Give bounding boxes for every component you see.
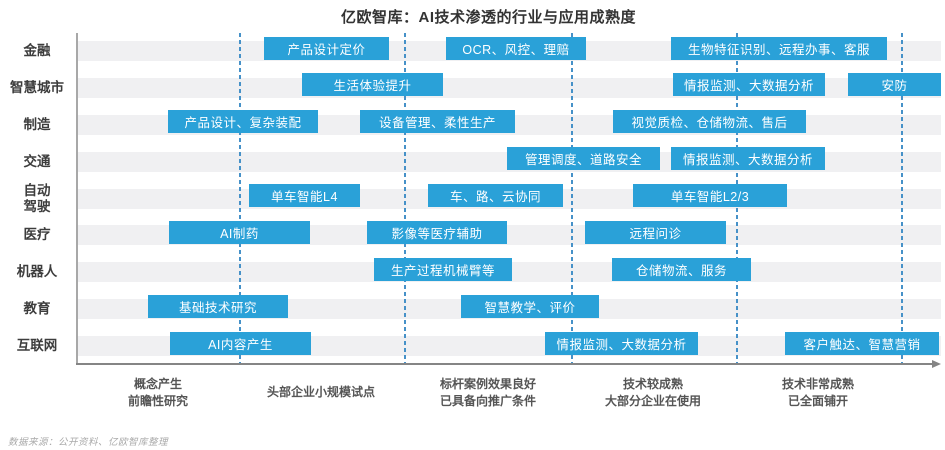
maturity-bar: 远程问诊: [585, 220, 726, 244]
stage-label-line: 标杆案例效果良好: [439, 377, 536, 391]
bar-label: 管理调度、道路安全: [524, 153, 642, 168]
bar-label: 智慧教学、评价: [484, 300, 576, 315]
maturity-bar: 基础技术研究: [148, 294, 288, 318]
row-label-line: 医疗: [23, 227, 51, 243]
bar-label: 产品设计定价: [287, 42, 366, 57]
bar-label: 基础技术研究: [178, 300, 257, 315]
row-label-line: 教育: [23, 301, 51, 317]
stage-label-line: 概念产生: [133, 377, 182, 391]
row-label-8: 教育: [0, 301, 74, 317]
maturity-bar: 安防: [848, 73, 941, 97]
stage-label-line: 头部企业小规模试点: [266, 385, 375, 399]
maturity-bar: 产品设计定价: [264, 36, 389, 60]
stage-label-4: 技术较成熟大部分企业在使用: [563, 376, 743, 410]
stage-label-line: 技术非常成熟: [781, 377, 854, 391]
stage-boundary-gridline-3: [571, 33, 573, 364]
bar-label: 生物特征识别、远程办事、客服: [687, 42, 870, 57]
maturity-bar: 情报监测、大数据分析: [673, 73, 825, 97]
maturity-bar: OCR、风控、理赔: [446, 36, 586, 60]
maturity-bar: 产品设计、复杂装配: [168, 110, 318, 134]
bar-label: 设备管理、柔性生产: [378, 116, 496, 131]
bar-label: 情报监测、大数据分析: [556, 337, 687, 352]
x-axis-arrow-icon: [932, 360, 941, 368]
row-label-line: 机器人: [16, 264, 58, 280]
stage-label-line: 技术较成熟: [622, 377, 683, 391]
stage-boundary-gridline-2: [404, 33, 406, 364]
stage-label-2: 头部企业小规模试点: [231, 384, 411, 401]
stage-boundary-gridline-1: [239, 33, 241, 364]
row-label-9: 互联网: [0, 338, 74, 354]
maturity-bar: AI内容产生: [170, 331, 311, 355]
stage-label-line: 前瞻性研究: [127, 394, 188, 408]
row-label-line: 智慧城市: [10, 79, 64, 95]
maturity-bar: 智慧教学、评价: [461, 294, 599, 318]
row-label-3: 制造: [0, 117, 74, 133]
stage-label-5: 技术非常成熟已全面铺开: [728, 376, 908, 410]
bar-label: 生产过程机械臂等: [390, 263, 495, 278]
maturity-bar: 影像等医疗辅助: [367, 220, 507, 244]
maturity-bar: 设备管理、柔性生产: [360, 110, 515, 134]
row-label-7: 机器人: [0, 264, 74, 280]
stage-label-3: 标杆案例效果良好已具备向推广条件: [398, 376, 578, 410]
row-label-line: 交通: [23, 153, 51, 169]
bar-label: 仓储物流、服务: [635, 263, 727, 278]
y-axis-line: [76, 33, 78, 365]
maturity-bar: 管理调度、道路安全: [507, 147, 660, 171]
maturity-bar: 客户触达、智慧营销: [785, 331, 939, 355]
stage-label-1: 概念产生前瞻性研究: [68, 376, 248, 410]
bar-label: 视觉质检、仓储物流、售后: [631, 116, 788, 131]
maturity-bar: 情报监测、大数据分析: [671, 147, 825, 171]
bar-label: AI内容产生: [208, 337, 273, 352]
row-label-1: 金融: [0, 43, 74, 59]
bar-label: 车、路、云协同: [449, 190, 541, 205]
bar-label: 产品设计、复杂装配: [184, 116, 302, 131]
maturity-bar: 情报监测、大数据分析: [545, 331, 698, 355]
maturity-bar: AI制药: [169, 220, 310, 244]
bar-label: 单车智能L4: [271, 190, 338, 205]
maturity-bar: 单车智能L4: [249, 184, 360, 208]
row-label-2: 智慧城市: [0, 80, 74, 96]
bar-label: 影像等医疗辅助: [391, 226, 483, 241]
maturity-bar: 车、路、云协同: [428, 184, 563, 208]
row-label-5: 自动驾驶: [0, 183, 74, 215]
bar-label: OCR、风控、理赔: [462, 42, 570, 57]
maturity-bar: 生物特征识别、远程办事、客服: [671, 36, 887, 60]
maturity-bar: 单车智能L2/3: [633, 184, 787, 208]
row-label-4: 交通: [0, 154, 74, 170]
bar-label: 安防: [881, 79, 908, 94]
bar-label: 远程问诊: [629, 226, 682, 241]
stage-label-line: 已具备向推广条件: [439, 394, 536, 408]
bar-label: 客户触达、智慧营销: [803, 337, 921, 352]
row-label-line: 自动: [23, 182, 51, 198]
bar-label: AI制药: [220, 226, 259, 241]
stage-boundary-gridline-5: [901, 33, 903, 364]
maturity-bar: 生活体验提升: [302, 73, 443, 97]
chart-title: 亿欧智库：AI技术渗透的行业与应用成熟度: [340, 9, 636, 26]
maturity-bar: 视觉质检、仓储物流、售后: [613, 110, 806, 134]
stage-label-line: 已全面铺开: [787, 394, 848, 408]
stage-label-line: 大部分企业在使用: [604, 394, 701, 408]
bar-label: 生活体验提升: [333, 79, 412, 94]
row-label-line: 金融: [23, 43, 51, 58]
bar-label: 情报监测、大数据分析: [683, 79, 814, 94]
source-note: 数据来源：公开资料、亿欧智库整理: [8, 437, 169, 448]
bar-label: 单车智能L2/3: [670, 190, 750, 205]
maturity-bar: 仓储物流、服务: [612, 257, 751, 281]
row-label-6: 医疗: [0, 227, 74, 243]
row-label-line: 驾驶: [23, 198, 51, 214]
row-label-line: 制造: [23, 116, 51, 132]
row-label-line: 互联网: [16, 338, 58, 354]
x-axis-line: [76, 363, 934, 365]
maturity-bar: 生产过程机械臂等: [374, 257, 512, 281]
bar-label: 情报监测、大数据分析: [682, 153, 813, 168]
